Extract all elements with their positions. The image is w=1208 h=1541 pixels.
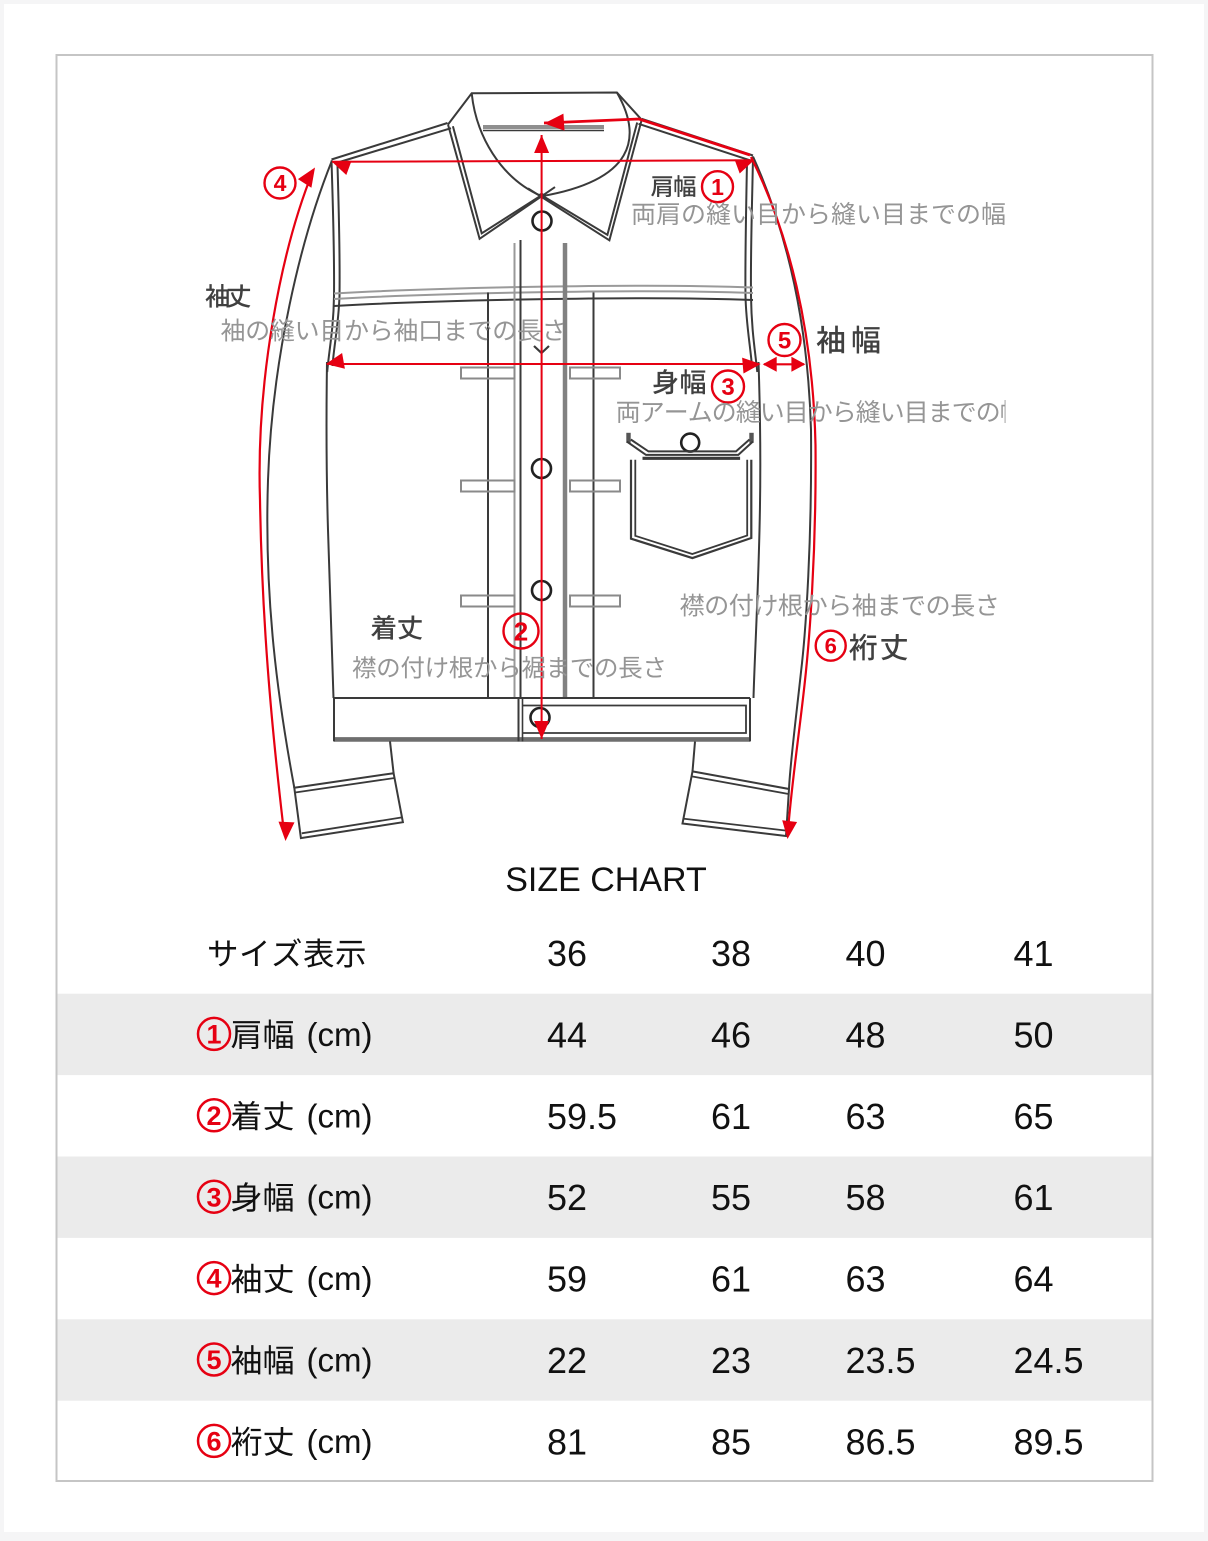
svg-text:61: 61	[711, 1096, 751, 1137]
svg-text:55: 55	[711, 1177, 751, 1218]
svg-text:24.5: 24.5	[1014, 1340, 1084, 1381]
svg-text:81: 81	[547, 1421, 587, 1462]
svg-text:61: 61	[711, 1259, 751, 1300]
svg-text:4: 4	[206, 1264, 221, 1294]
svg-text:64: 64	[1014, 1259, 1054, 1300]
svg-text:52: 52	[547, 1177, 587, 1218]
svg-text:5: 5	[206, 1345, 221, 1375]
svg-text:46: 46	[711, 1014, 751, 1055]
svg-text:1: 1	[711, 174, 724, 200]
svg-text:58: 58	[846, 1177, 886, 1218]
svg-text:63: 63	[846, 1259, 886, 1300]
svg-text:22: 22	[547, 1340, 587, 1381]
svg-text:(cm): (cm)	[307, 1016, 373, 1053]
svg-text:5: 5	[778, 328, 791, 355]
svg-text:38: 38	[711, 933, 751, 974]
svg-text:59: 59	[547, 1259, 587, 1300]
svg-text:(cm): (cm)	[307, 1342, 373, 1379]
svg-text:36: 36	[547, 933, 587, 974]
svg-text:(cm): (cm)	[307, 1260, 373, 1297]
svg-text:40: 40	[846, 933, 886, 974]
svg-text:6: 6	[825, 634, 837, 659]
svg-text:63: 63	[846, 1096, 886, 1137]
svg-text:SIZE CHART: SIZE CHART	[505, 861, 707, 899]
svg-text:(cm): (cm)	[307, 1423, 373, 1460]
svg-text:2: 2	[514, 616, 528, 646]
svg-text:48: 48	[846, 1014, 886, 1055]
svg-text:23: 23	[711, 1340, 751, 1381]
svg-text:1: 1	[206, 1020, 221, 1050]
svg-text:6: 6	[206, 1427, 221, 1457]
svg-text:4: 4	[274, 170, 287, 196]
svg-text:65: 65	[1014, 1096, 1054, 1137]
svg-text:41: 41	[1014, 933, 1054, 974]
svg-text:50: 50	[1014, 1014, 1054, 1055]
svg-text:(cm): (cm)	[307, 1097, 373, 1134]
svg-text:2: 2	[206, 1101, 221, 1131]
svg-text:89.5: 89.5	[1014, 1421, 1084, 1462]
svg-text:(cm): (cm)	[307, 1179, 373, 1216]
svg-text:86.5: 86.5	[846, 1421, 916, 1462]
svg-text:59.5: 59.5	[547, 1096, 617, 1137]
svg-text:23.5: 23.5	[846, 1340, 916, 1381]
svg-text:3: 3	[721, 374, 734, 401]
svg-text:3: 3	[206, 1182, 221, 1212]
svg-text:44: 44	[547, 1014, 587, 1055]
svg-text:85: 85	[711, 1421, 751, 1462]
svg-text:61: 61	[1014, 1177, 1054, 1218]
